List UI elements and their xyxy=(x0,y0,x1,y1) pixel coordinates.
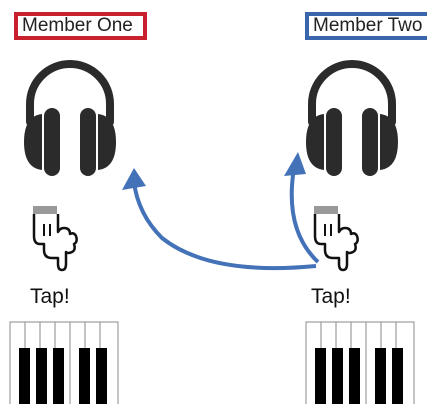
tap-label-member-two: Tap! xyxy=(311,285,351,308)
curved-arrow-to-member-two xyxy=(289,167,320,264)
member-two-label: Member Two xyxy=(305,12,427,40)
piano-keys-icon xyxy=(305,321,415,404)
tap-hand-icon xyxy=(31,204,78,272)
member-one-label: Member One xyxy=(14,12,147,40)
piano-keys-icon xyxy=(9,321,119,404)
tap-label-member-one: Tap! xyxy=(30,285,70,308)
arrowhead-member-two xyxy=(284,152,306,176)
headphones-icon xyxy=(306,64,398,176)
arrowhead-member-one xyxy=(122,168,146,190)
curved-arrow-to-member-one xyxy=(132,181,317,271)
tap-hand-icon xyxy=(312,204,359,272)
headphones-icon xyxy=(24,64,116,176)
